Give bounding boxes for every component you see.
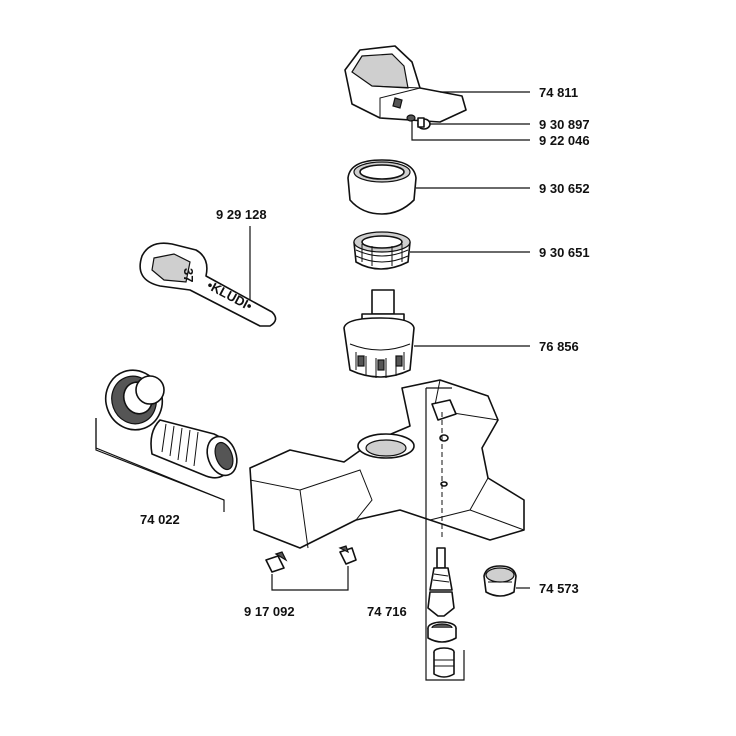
- label-cap: 9 30 652: [539, 181, 590, 196]
- lever-handle-part: [344, 45, 467, 123]
- aerator-part: [483, 565, 517, 597]
- leader-lines: [95, 91, 530, 681]
- set-screw-right-part: [338, 545, 357, 565]
- small-grub-screw-part: [406, 114, 416, 122]
- cartridge-part: [343, 289, 415, 378]
- label-cartridge: 76 856: [539, 339, 579, 354]
- cover-cap-part: [347, 159, 417, 215]
- label-nut: 9 30 651: [539, 245, 590, 260]
- eccentric-connection-part: [104, 369, 238, 479]
- assembly-wrench-part: •KLUDI• 37: [139, 242, 277, 327]
- mixer-body-part: [249, 379, 525, 549]
- set-screw-left-part: [265, 551, 288, 573]
- label-wrench: 9 29 128: [216, 207, 267, 222]
- diverter-knob-part: [431, 399, 457, 421]
- label-screw: 9 30 897: [539, 117, 590, 132]
- lever-screw-part: [417, 117, 431, 130]
- label-diverter-set: 74 716: [367, 604, 407, 619]
- diverter-set-part: [427, 547, 457, 678]
- label-lever: 74 811: [539, 85, 578, 100]
- label-connection-set: 74 022: [140, 512, 180, 527]
- label-screw-small: 9 22 046: [539, 133, 590, 148]
- threaded-nut-part: [353, 231, 411, 270]
- wrench-size-text: 37: [181, 268, 196, 282]
- label-set-screws: 9 17 092: [244, 604, 295, 619]
- label-aerator: 74 573: [539, 581, 579, 596]
